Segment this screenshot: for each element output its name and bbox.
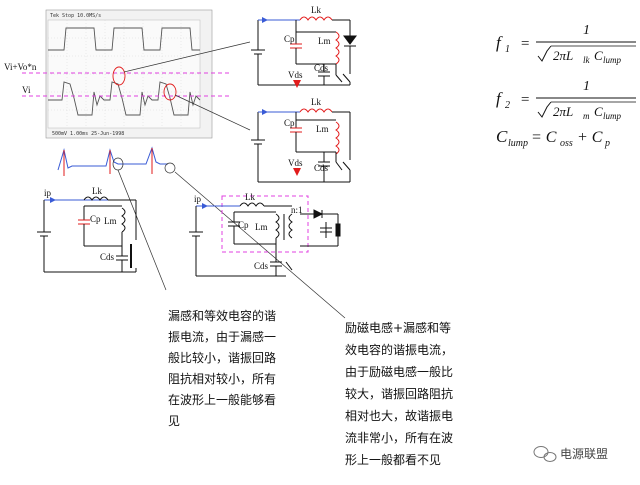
bc-label-ratio: n:1 xyxy=(291,205,303,215)
svg-text:阻抗相对较小，所有: 阻抗相对较小，所有 xyxy=(168,371,276,386)
svg-text:在波形上一般能够看: 在波形上一般能够看 xyxy=(168,392,276,407)
pointer-line-left xyxy=(117,169,167,291)
bl-label-ip: ip xyxy=(44,188,52,198)
label-vi: Vi xyxy=(22,85,31,95)
bl-label-cp: Cp xyxy=(90,214,101,224)
svg-text:=: = xyxy=(520,92,530,108)
bc-label-cds: Cds xyxy=(254,261,269,271)
bc-label-cp: Cp xyxy=(238,220,249,230)
svg-text:m: m xyxy=(583,111,590,121)
top-label-lm: Lm xyxy=(318,36,331,46)
scope-footer: 500mV 1.00ms 25-Jun-1998 xyxy=(52,131,124,137)
svg-text:lk: lk xyxy=(583,55,591,65)
svg-text:lump: lump xyxy=(508,138,528,149)
equation-f1: f 1 = 1 2πL lk C lump xyxy=(496,23,636,65)
circuit-bottom-center xyxy=(189,195,341,277)
svg-text:= C: = C xyxy=(531,129,557,146)
scope-trace-bottom xyxy=(48,81,201,116)
svg-text:相对也大，故谐振电: 相对也大，故谐振电 xyxy=(345,408,453,423)
svg-text:2: 2 xyxy=(505,100,510,111)
svg-text:见: 见 xyxy=(168,414,180,428)
mid-label-lk: Lk xyxy=(311,97,321,107)
circuit-bottom-left xyxy=(37,196,137,273)
top-label-cds: Cds xyxy=(314,63,329,73)
mid-label-cp: Cp xyxy=(284,118,295,128)
highlight-circle-2 xyxy=(163,83,177,101)
watermark-text: 电源联盟 xyxy=(560,447,608,461)
svg-text:C: C xyxy=(594,48,603,63)
equation-f2: f 2 = 1 2πL m C lump xyxy=(496,79,636,121)
svg-text:漏感和等效电容的谐: 漏感和等效电容的谐 xyxy=(168,308,276,323)
bc-label-lm: Lm xyxy=(255,222,268,232)
top-label-cp: Cp xyxy=(284,34,295,44)
svg-text:C: C xyxy=(594,104,603,119)
svg-text:f: f xyxy=(496,89,503,108)
current-waveform xyxy=(57,146,176,176)
svg-text:振电流，由于漏感一: 振电流，由于漏感一 xyxy=(168,329,276,344)
svg-text:流非常小，所有在波: 流非常小，所有在波 xyxy=(345,431,453,445)
svg-text:p: p xyxy=(604,138,610,149)
circuit-top xyxy=(251,16,357,86)
bc-label-lk: Lk xyxy=(245,192,255,202)
svg-text:1: 1 xyxy=(505,44,510,55)
svg-text:较大，谐振回路阻抗: 较大，谐振回路阻抗 xyxy=(345,386,453,401)
label-vi-vo: Vi+Vo*n xyxy=(4,62,37,72)
bl-label-cds: Cds xyxy=(100,252,115,262)
watermark: 电源联盟 xyxy=(533,446,608,462)
svg-text:励磁电感+漏感和等: 励磁电感+漏感和等 xyxy=(345,320,451,335)
bl-label-lm: Lm xyxy=(104,216,117,226)
circuit-mid xyxy=(251,108,351,183)
svg-text:oss: oss xyxy=(560,138,573,149)
svg-text:效电容的谐振电流，: 效电容的谐振电流， xyxy=(345,342,453,357)
scope-header: Tek Stop 10.0MS/s xyxy=(50,13,101,19)
bc-label-ip: ip xyxy=(194,194,202,204)
svg-text:2πL: 2πL xyxy=(553,48,573,63)
svg-text:lump: lump xyxy=(603,55,622,65)
equation-clump: C lump = C oss + C p xyxy=(496,127,610,149)
mid-label-cds: Cds xyxy=(314,163,329,173)
svg-text:+ C: + C xyxy=(577,129,603,146)
pointer-line-2 xyxy=(174,94,251,131)
pointer-line-right xyxy=(174,171,346,319)
bl-label-lk: Lk xyxy=(92,186,102,196)
svg-text:1: 1 xyxy=(583,79,590,94)
top-label-vds: Vds xyxy=(288,70,303,80)
annotation-right: 励磁电感+漏感和等 效电容的谐振电流， 由于励磁电感一般比 较大，谐振回路阻抗 … xyxy=(345,320,453,467)
svg-text:f: f xyxy=(496,33,503,52)
mid-label-lm: Lm xyxy=(316,124,329,134)
svg-text:2πL: 2πL xyxy=(553,104,573,119)
pointer-line-1 xyxy=(123,41,251,73)
svg-text:1: 1 xyxy=(583,23,590,38)
wechat-icon xyxy=(533,446,557,462)
svg-text:=: = xyxy=(520,36,530,52)
mid-label-vds: Vds xyxy=(288,158,303,168)
annotation-left: 漏感和等效电容的谐 振电流，由于漏感一 般比较小，谐振回路 阻抗相对较小，所有 … xyxy=(168,308,276,428)
svg-text:C: C xyxy=(496,127,508,146)
svg-text:由于励磁电感一般比: 由于励磁电感一般比 xyxy=(345,364,453,379)
svg-text:般比较小，谐振回路: 般比较小，谐振回路 xyxy=(168,350,276,365)
scope-trace-top xyxy=(48,27,200,51)
highlight-circle-1 xyxy=(112,66,126,86)
top-label-lk: Lk xyxy=(311,5,321,15)
oscilloscope-screenshot: Tek Stop 10.0MS/s 500mV 1.00ms 25-Jun-19… xyxy=(4,9,232,139)
svg-text:形上一般都看不见: 形上一般都看不见 xyxy=(345,452,441,467)
svg-text:lump: lump xyxy=(603,111,622,121)
